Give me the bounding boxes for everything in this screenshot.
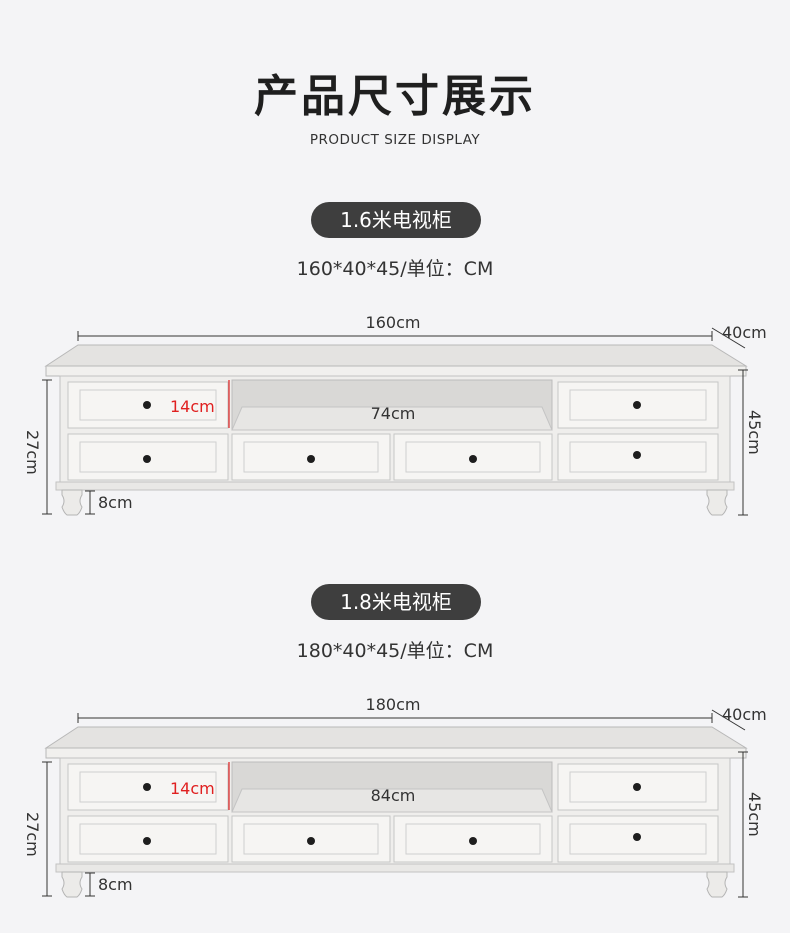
page-title: 产品尺寸展示 bbox=[254, 71, 536, 122]
cabinet-top bbox=[44, 726, 748, 749]
drawer-knob bbox=[143, 783, 151, 791]
drawer-knob bbox=[469, 837, 477, 845]
width-label: 180cm bbox=[366, 695, 421, 714]
page-subtitle: PRODUCT SIZE DISPLAY bbox=[309, 132, 481, 148]
product-spec: 160*40*45/单位：CM bbox=[296, 258, 494, 280]
depth-label: 40cm bbox=[722, 323, 767, 342]
drawer-panel bbox=[569, 441, 707, 473]
cabinet-base bbox=[55, 863, 735, 873]
width-label: 160cm bbox=[366, 313, 421, 332]
drawer-panel bbox=[569, 823, 707, 855]
drawer-knob bbox=[633, 401, 641, 409]
drawer-panel bbox=[243, 441, 379, 473]
tv-cabinet-diagram: 160cm 40cm 45cm 27cm 8cm 14cm 74cm bbox=[23, 313, 767, 516]
drawer-panel bbox=[243, 823, 379, 855]
depth-label: 40cm bbox=[722, 705, 767, 724]
shelf-floor bbox=[231, 788, 553, 813]
product-section-1: 1.6米电视柜 160*40*45/单位：CM bbox=[0, 202, 790, 532]
tv-cabinet-diagram: 180cm 40cm 45cm 27cm 8cm 14cm 84cm bbox=[23, 695, 767, 898]
drawer-panel bbox=[405, 823, 541, 855]
shelf-floor bbox=[231, 406, 553, 431]
drawer-panel bbox=[79, 771, 217, 803]
dimension-lines bbox=[42, 327, 748, 516]
drawer-knob bbox=[143, 837, 151, 845]
drawer-height-label: 14cm bbox=[170, 779, 215, 798]
cabinet-leg bbox=[706, 489, 728, 516]
height-label: 45cm bbox=[745, 792, 764, 837]
cabinet-base bbox=[55, 481, 735, 491]
product-name-badge: 1.6米电视柜 bbox=[311, 202, 481, 238]
cabinet-drawing bbox=[44, 344, 748, 516]
height-label: 45cm bbox=[745, 410, 764, 455]
cabinet-top-edge bbox=[45, 365, 747, 377]
cabinet-top-edge bbox=[45, 747, 747, 759]
shelf-width-label: 74cm bbox=[371, 404, 416, 423]
drawer-panel bbox=[79, 823, 217, 855]
body-height-label: 27cm bbox=[23, 812, 42, 857]
cabinet-top bbox=[44, 344, 748, 367]
drawer-knob bbox=[307, 837, 315, 845]
cabinet-leg bbox=[61, 871, 83, 898]
cabinet-leg bbox=[706, 871, 728, 898]
leg-label: 8cm bbox=[98, 875, 133, 894]
drawer-knob bbox=[633, 833, 641, 841]
product-section-2: 1.8米电视柜 180*40*45/单位：CM bbox=[0, 584, 790, 914]
product-name-badge: 1.8米电视柜 bbox=[311, 584, 481, 620]
product-spec: 180*40*45/单位：CM bbox=[296, 640, 494, 662]
drawer-knob bbox=[143, 401, 151, 409]
shelf-width-label: 84cm bbox=[371, 786, 416, 805]
drawer-height-label: 14cm bbox=[170, 397, 215, 416]
cabinet-leg bbox=[61, 489, 83, 516]
drawer-knob bbox=[633, 783, 641, 791]
dimension-lines bbox=[42, 709, 748, 898]
body-height-label: 27cm bbox=[23, 430, 42, 475]
drawer-knob bbox=[469, 455, 477, 463]
drawer-panel bbox=[405, 441, 541, 473]
drawer-panel bbox=[569, 389, 707, 421]
drawer-panel bbox=[79, 389, 217, 421]
drawer-knob bbox=[307, 455, 315, 463]
drawer-knob bbox=[633, 451, 641, 459]
leg-label: 8cm bbox=[98, 493, 133, 512]
drawer-panel bbox=[569, 771, 707, 803]
drawer-knob bbox=[143, 455, 151, 463]
drawer-panel bbox=[79, 441, 217, 473]
cabinet-drawing bbox=[44, 726, 748, 898]
